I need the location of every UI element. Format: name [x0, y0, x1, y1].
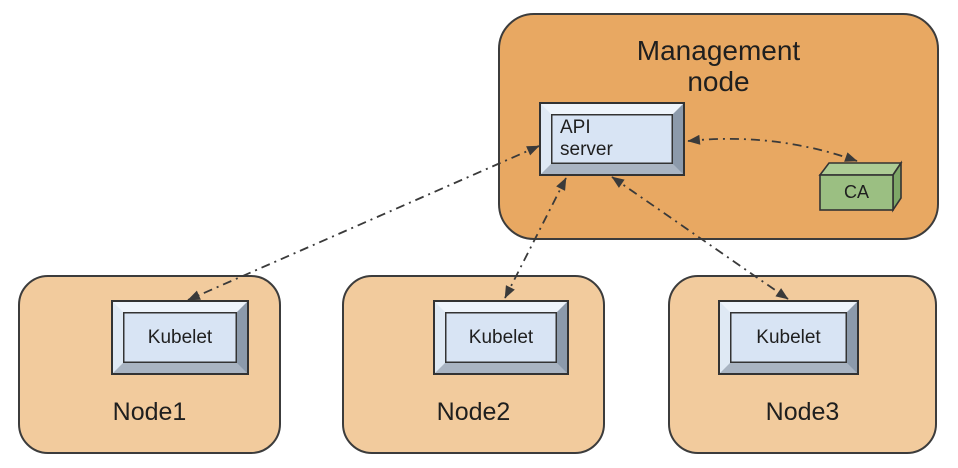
arrow-api-kubelet2 — [504, 177, 567, 299]
kubelet-label-node3: Kubelet — [756, 326, 821, 348]
arrow-api-kubelet3 — [611, 176, 789, 300]
node3-label: Node3 — [765, 398, 840, 426]
arrow-api-ca — [687, 134, 858, 162]
ca-box — [818, 160, 903, 213]
kubelet-box-node3: Kubelet — [718, 300, 859, 375]
api-server-label: API server — [560, 117, 613, 160]
management-node-label: Management node — [636, 35, 801, 97]
arrow-api-kubelet1 — [187, 145, 540, 301]
ca-box-front-face — [819, 174, 894, 211]
ca-label: CA — [843, 182, 869, 202]
kubelet-box-node1: Kubelet — [111, 300, 249, 375]
kubelet-box-node2: Kubelet — [433, 300, 569, 375]
node1-label: Node1 — [112, 398, 187, 426]
node2-label: Node2 — [436, 398, 511, 426]
kubelet-label-node2: Kubelet — [468, 326, 534, 348]
api-server-box: API server — [539, 102, 685, 176]
ca-box-top-face — [818, 162, 903, 176]
kubelet-label-node1: Kubelet — [147, 326, 213, 348]
